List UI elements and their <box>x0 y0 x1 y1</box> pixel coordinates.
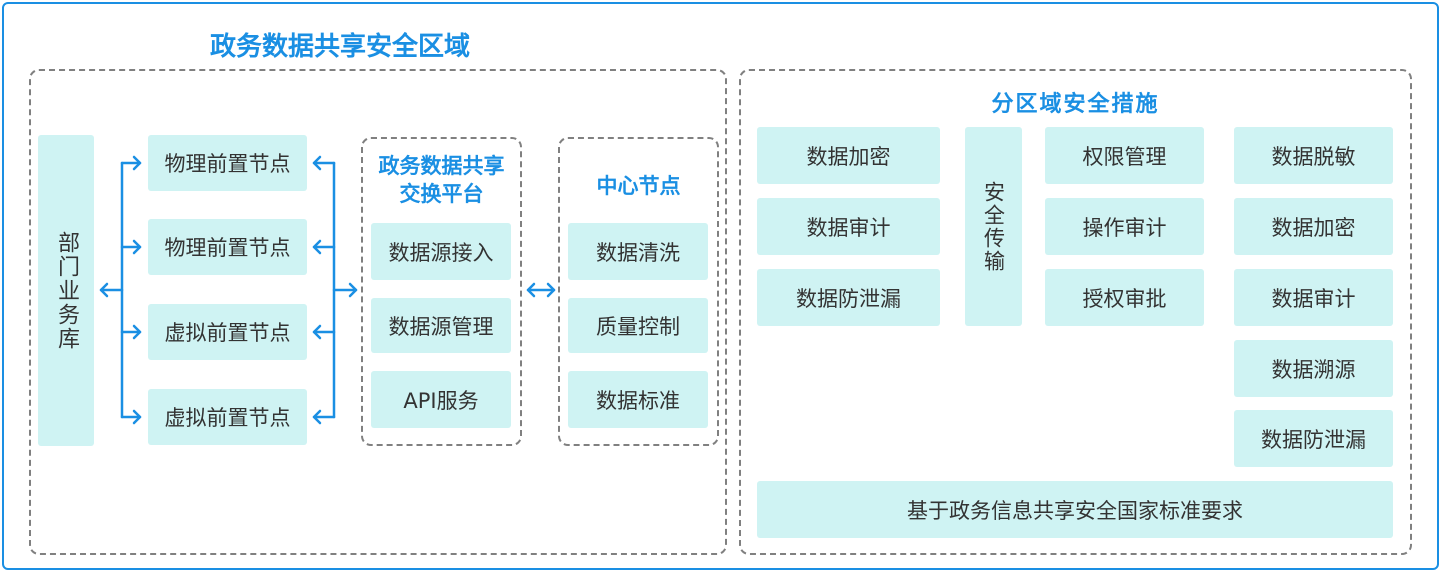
measures-title: 分区域安全措施 <box>991 92 1160 117</box>
front-node-4: 虚拟前置节点 <box>148 389 307 445</box>
platform-border <box>361 137 522 446</box>
measure-col1-2: 数据审计 <box>757 198 940 255</box>
platform-title: 政务数据共享交换平台 <box>378 154 505 206</box>
measure-col4-1: 数据脱敏 <box>1234 127 1393 184</box>
measure-col4-3: 数据审计 <box>1234 269 1393 326</box>
center-item-standard: 数据标准 <box>568 371 708 428</box>
measure-secure-transfer: 安全传输 <box>965 127 1022 326</box>
dept-db-box: 部门业务库 <box>38 135 94 446</box>
center-node-border <box>558 137 719 446</box>
sharing-area-border <box>29 69 727 555</box>
platform-item-manage: 数据源管理 <box>371 298 511 353</box>
platform-item-api: API服务 <box>371 371 511 428</box>
front-node-1: 物理前置节点 <box>148 135 307 191</box>
center-node-title: 中心节点 <box>596 174 681 198</box>
measure-col3-3: 授权审批 <box>1045 269 1204 326</box>
measure-col4-4: 数据溯源 <box>1234 340 1393 397</box>
center-item-quality: 质量控制 <box>568 298 708 353</box>
measure-col4-5: 数据防泄漏 <box>1234 410 1393 467</box>
measure-col1-3: 数据防泄漏 <box>757 269 940 326</box>
measures-footer: 基于政务信息共享安全国家标准要求 <box>757 481 1393 538</box>
measure-col3-1: 权限管理 <box>1045 127 1204 184</box>
main-title: 政务数据共享安全区域 <box>210 32 471 62</box>
front-node-3: 虚拟前置节点 <box>148 304 307 360</box>
measure-col4-2: 数据加密 <box>1234 198 1393 255</box>
platform-item-access: 数据源接入 <box>371 223 511 280</box>
measure-col1-1: 数据加密 <box>757 127 940 184</box>
measure-col3-2: 操作审计 <box>1045 198 1204 255</box>
front-node-2: 物理前置节点 <box>148 219 307 275</box>
measures-border <box>739 69 1412 555</box>
center-item-cleaning: 数据清洗 <box>568 223 708 280</box>
